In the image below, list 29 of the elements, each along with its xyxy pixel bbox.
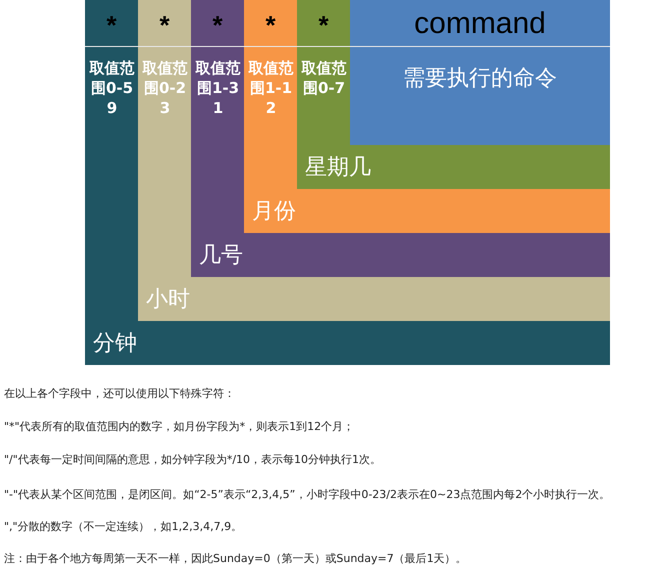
field-symbol: * <box>317 10 330 40</box>
field-name: 分钟 <box>93 330 137 358</box>
value-range: 取值范围1-31 <box>195 58 241 118</box>
note-text: "/"代表每一定时间间隔的意思，如分钟字段为*/10，表示每10分钟执行1次。 <box>4 452 382 467</box>
field-symbol: * <box>105 10 118 40</box>
command-field-band <box>350 0 610 145</box>
value-range: 取值范围0-23 <box>142 58 188 118</box>
value-range: 取值范围1-12 <box>248 58 294 118</box>
month-field-band <box>244 0 610 233</box>
field-name: 小时 <box>146 286 190 314</box>
day-field-band <box>191 0 610 277</box>
field-symbol: * <box>264 10 277 40</box>
field-name: 月份 <box>252 198 296 226</box>
note-text: "-"代表从某个区间范围，是闭区间。如“2-5”表示“2,3,4,5”，小时字段中0-23/2表示在0~23点范围内每2个小时执行一次。 <box>4 487 610 502</box>
field-name: 几号 <box>199 242 243 270</box>
field-name: 星期几 <box>305 154 371 182</box>
value-range: 取值范围0-7 <box>301 58 347 98</box>
field-symbol: * <box>211 10 224 40</box>
field-symbol: * <box>158 10 171 40</box>
field-description: 需要执行的命令 <box>402 65 558 93</box>
weekday-field-band <box>297 0 610 189</box>
note-text: "*"代表所有的取值范围内的数字，如月份字段为*，则表示1到12个月； <box>4 419 354 434</box>
note-text: ","分散的数字（不一定连续），如1,2,3,4,7,9。 <box>4 519 242 534</box>
value-range: 取值范围0-59 <box>89 58 135 118</box>
note-text: 注：由于各个地方每周第一天不一样，因此Sunday=0（第一天）或Sunday=7（最后1天）。 <box>4 551 467 566</box>
field-symbol: command <box>413 6 547 42</box>
minute-field-band <box>85 0 610 365</box>
hour-field-band <box>138 0 610 321</box>
note-text: 在以上各个字段中，还可以使用以下特殊字符： <box>4 386 235 401</box>
